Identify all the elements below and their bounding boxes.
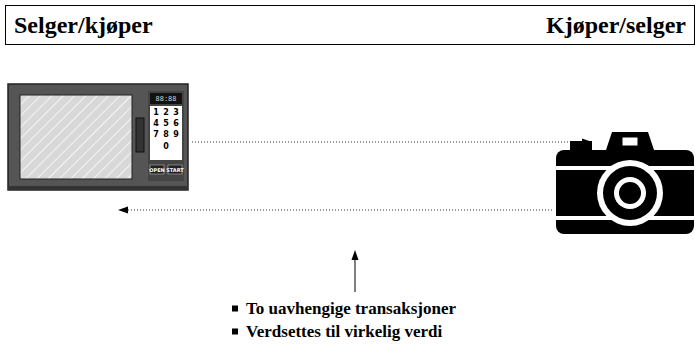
pointer-arrow [352, 250, 359, 292]
keypad-digit: 5 [163, 120, 169, 128]
party-label: Selger/kjøper [14, 12, 153, 39]
transaction-arrow [118, 207, 552, 214]
button-label: START [166, 167, 184, 172]
microwave-oven [8, 84, 188, 190]
keypad-digit: 0 [163, 143, 169, 151]
camera [556, 132, 694, 234]
keypad-digit: 1 [153, 109, 159, 117]
keypad-digit: 4 [153, 120, 159, 128]
keypad-digit: 7 [153, 131, 159, 139]
bullet-point: Verdsettes til virkelig verdi [232, 323, 442, 340]
keypad-digit: 3 [173, 109, 179, 117]
clock-display: 88:88 [155, 95, 176, 102]
transaction-arrow [192, 139, 592, 146]
keypad-digit: 9 [173, 131, 179, 139]
keypad-digit: 8 [163, 131, 169, 139]
header-band: Selger/kjøper Kjøper/selger [5, 5, 695, 45]
party-label: Kjøper/selger [546, 12, 686, 39]
keypad-digit: 2 [163, 109, 169, 117]
button-label: OPEN [149, 167, 165, 172]
keypad-digit: 6 [173, 120, 179, 128]
bullet-point: To uavhengige transaksjoner [232, 300, 456, 317]
